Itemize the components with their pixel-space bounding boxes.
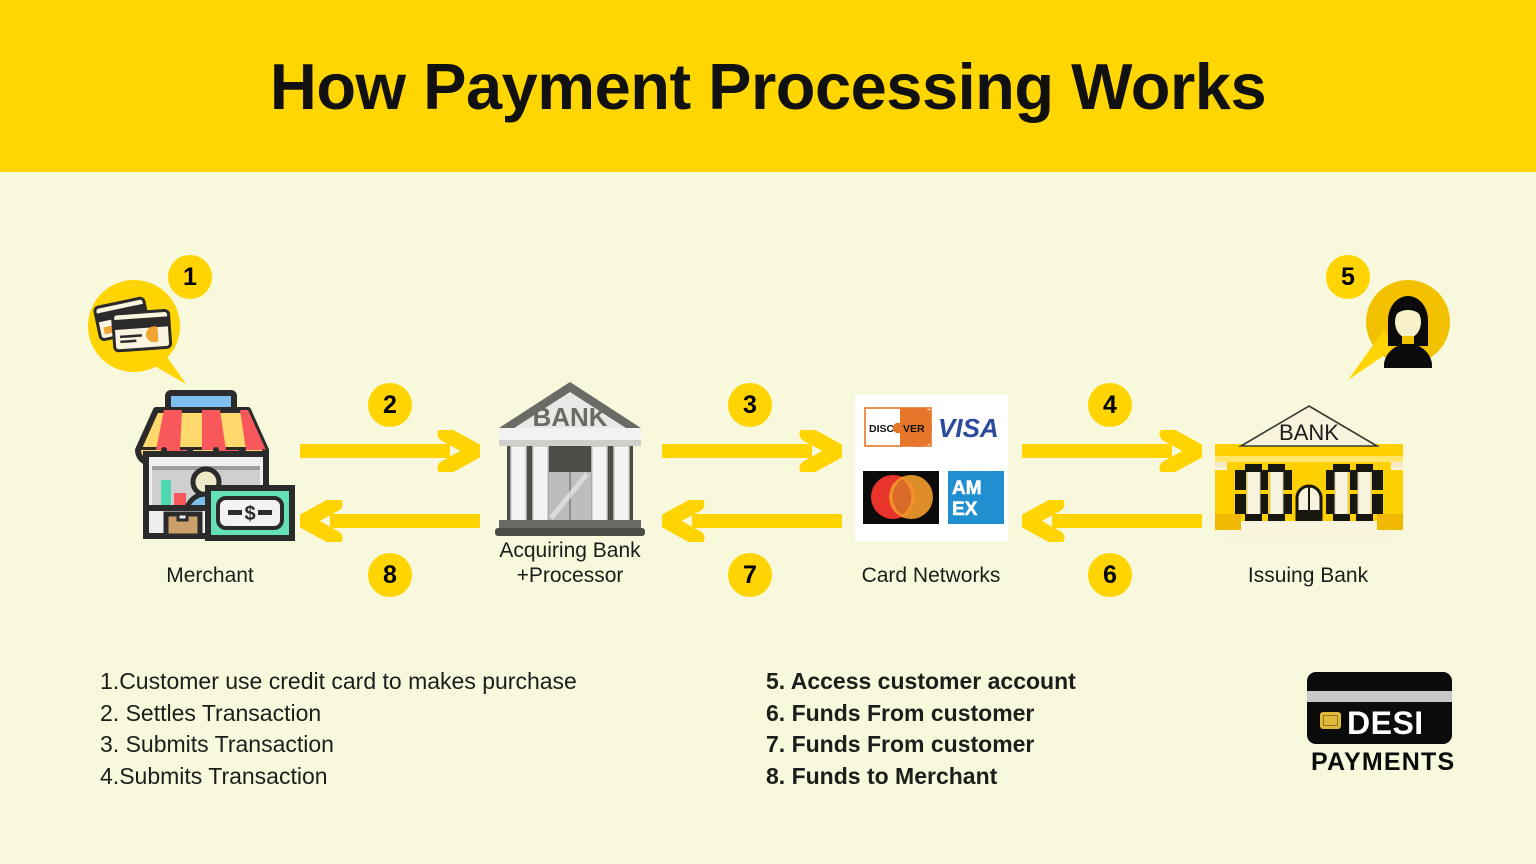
legend-text-3: Submits Transaction <box>119 731 334 757</box>
discover-logo-icon: DISC VER <box>864 407 932 447</box>
legend-item-4: 4.Submits Transaction <box>100 763 577 791</box>
legend-item-6: 6. Funds From customer <box>766 700 1076 728</box>
node-label-acquiring-bank: Acquiring Bank +Processor <box>460 538 680 588</box>
legend-text-6: Funds From customer <box>785 699 1035 726</box>
magstripe <box>1307 691 1452 702</box>
bank-building-yellow-icon: BANK <box>1211 398 1407 544</box>
banknote-icon: $ <box>205 485 295 541</box>
legend-num-4: 4. <box>100 762 120 789</box>
legend-text-4: Submits Transaction <box>119 762 328 789</box>
node-label-card-networks: Card Networks <box>861 564 1001 587</box>
legend-text-2: Settles Transaction <box>119 699 322 726</box>
legend-item-8: 8. Funds to Merchant <box>766 763 1076 791</box>
svg-text:$: $ <box>244 503 255 525</box>
card-chip-icon <box>1320 712 1341 729</box>
legend-item-7: 7. Funds From customer <box>766 731 1076 759</box>
header-banner: How Payment Processing Works <box>0 0 1536 172</box>
svg-text:DISC: DISC <box>869 423 895 435</box>
step-badge-5: 5 <box>1326 255 1370 299</box>
desi-payments-logo-card: DESI <box>1307 672 1452 744</box>
acquiring-bank-label-line1: Acquiring Bank <box>499 539 641 562</box>
bank-building-gray-icon: BANK <box>487 378 653 538</box>
step-badge-8: 8 <box>368 553 412 597</box>
legend-text-7: Funds From customer <box>785 731 1035 757</box>
legend-item-1: 1.Customer use credit card to makes purc… <box>100 668 577 696</box>
amex-logo-icon: AM EX <box>948 471 1004 524</box>
arrow-step-3 <box>662 430 842 472</box>
credit-cards-bubble <box>82 278 212 388</box>
step-badge-6: 6 <box>1088 553 1132 597</box>
legend-num-8: 8. <box>766 762 786 789</box>
acquiring-bank-label-line2: +Processor <box>516 564 624 587</box>
legend-item-3: 3. Submits Transaction <box>100 731 577 759</box>
arrow-step-2 <box>300 430 480 472</box>
step-badge-2: 2 <box>368 383 412 427</box>
legend-text-5: Access customer account <box>785 668 1076 694</box>
legend-item-2: 2. Settles Transaction <box>100 700 577 728</box>
step-badge-4: 4 <box>1088 383 1132 427</box>
legend-left: 1.Customer use credit card to makes purc… <box>100 668 577 794</box>
legend-num-3: 3. <box>100 731 120 757</box>
legend-item-5: 5. Access customer account <box>766 668 1076 696</box>
legend-num-2: 2. <box>100 699 120 726</box>
svg-text:VER: VER <box>903 423 925 435</box>
legend-text-1: Customer use credit card to makes purcha… <box>119 668 577 694</box>
node-label-merchant: Merchant <box>166 564 254 587</box>
step-badge-3: 3 <box>728 383 772 427</box>
customer-avatar-icon <box>1384 296 1432 368</box>
legend-num-1: 1. <box>100 668 120 694</box>
bank-sign-text-gray: BANK <box>532 402 607 432</box>
storefront-icon: $ <box>130 388 300 548</box>
svg-text:AM: AM <box>952 478 982 499</box>
visa-logo-icon: VISA <box>938 413 999 443</box>
node-label-issuing-bank: Issuing Bank <box>1247 564 1369 587</box>
step-badge-1: 1 <box>168 255 212 299</box>
svg-text:EX: EX <box>952 499 978 520</box>
legend-num-5: 5. <box>766 668 786 694</box>
legend-text-8: Funds to Merchant <box>785 762 998 789</box>
step-badge-7: 7 <box>728 553 772 597</box>
legend-num-6: 6. <box>766 699 786 726</box>
arrow-step-7 <box>662 500 842 542</box>
logo-brand-text: DESI <box>1347 705 1424 741</box>
customer-bubble <box>1340 280 1460 390</box>
logo-subtitle-text: PAYMENTS <box>1311 748 1456 776</box>
bank-sign-text-yellow: BANK <box>1279 420 1339 445</box>
card-networks-icon: DISC VER VISA AM EX <box>855 395 1008 541</box>
mastercard-logo-icon <box>863 471 939 524</box>
legend-right: 5. Access customer account 6. Funds From… <box>766 668 1076 794</box>
legend-num-7: 7. <box>766 731 786 757</box>
arrow-step-6 <box>1022 500 1202 542</box>
svg-text:VISA: VISA <box>938 413 999 443</box>
arrow-step-4 <box>1022 430 1202 472</box>
page-title: How Payment Processing Works <box>269 49 1267 123</box>
arrow-step-8 <box>300 500 480 542</box>
